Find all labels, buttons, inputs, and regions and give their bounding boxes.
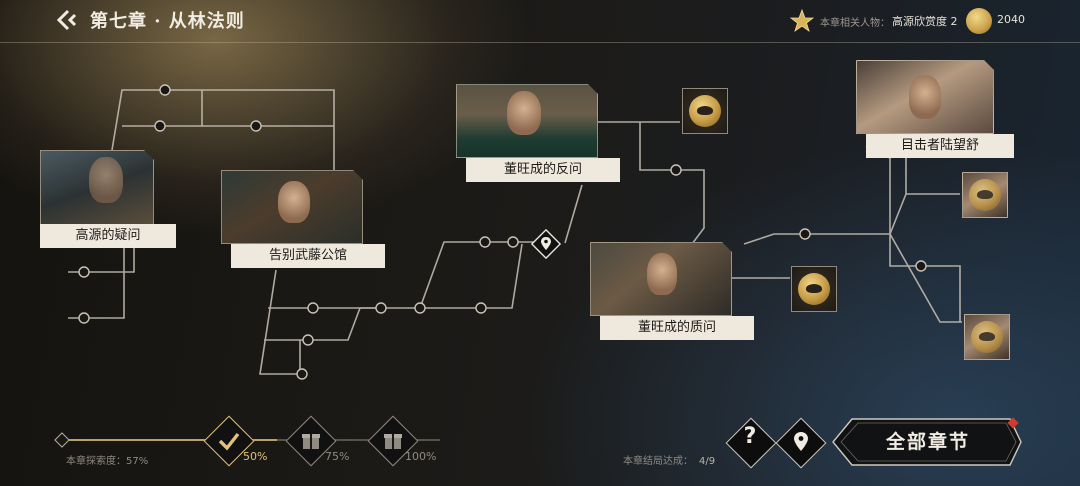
- top-bar: [0, 0, 1080, 43]
- scene-thumbnail: [856, 60, 994, 134]
- emblem-icon: [689, 95, 721, 127]
- related-characters-label: 本章相关人物：: [820, 18, 890, 29]
- emblem-icon: [971, 321, 1003, 353]
- all-chapters-label: 全部章节: [885, 431, 970, 453]
- story-node-label: 告别武藤公馆: [231, 244, 385, 268]
- star-icon: [789, 8, 815, 37]
- story-node-label: 董旺成的质问: [600, 316, 754, 340]
- question-icon: ?: [743, 424, 757, 449]
- emblem-icon: [798, 273, 830, 305]
- scene-thumbnail: [590, 242, 732, 316]
- gift-icon: [300, 430, 322, 454]
- gift-icon: [382, 430, 404, 454]
- checkmark-icon: [215, 428, 243, 458]
- milestone-label: 50%: [243, 450, 268, 463]
- exploration-label: 本章探索度：57%: [66, 456, 149, 467]
- story-node-label: 目击者陆望舒: [866, 134, 1014, 158]
- map-pin-icon[interactable]: [530, 228, 562, 260]
- story-node-label: 董旺成的反问: [466, 158, 620, 182]
- locked-node-emblem[interactable]: [791, 266, 837, 312]
- locked-node-emblem[interactable]: [964, 314, 1010, 360]
- story-node-label: 高源的疑问: [40, 224, 176, 248]
- affection-value: 高源欣赏度 2: [892, 15, 958, 28]
- locked-node-emblem[interactable]: [682, 88, 728, 134]
- emblem-icon: [969, 179, 1001, 211]
- endings-achieved: 本章结局达成：4/9: [623, 456, 716, 467]
- milestone-label: 75%: [325, 450, 350, 463]
- all-chapters-button[interactable]: [832, 418, 1022, 466]
- map-pin-icon: [790, 430, 812, 458]
- back-icon[interactable]: [54, 8, 80, 32]
- milestone-label: 100%: [405, 450, 437, 463]
- scene-thumbnail: [40, 150, 154, 226]
- scene-thumbnail: [456, 84, 598, 158]
- coin-icon: [966, 8, 992, 34]
- chapter-title: 第七章 · 从林法则: [90, 11, 245, 32]
- coin-count: 2040: [997, 13, 1025, 26]
- scene-thumbnail: [221, 170, 363, 244]
- locked-node-emblem[interactable]: [962, 172, 1008, 218]
